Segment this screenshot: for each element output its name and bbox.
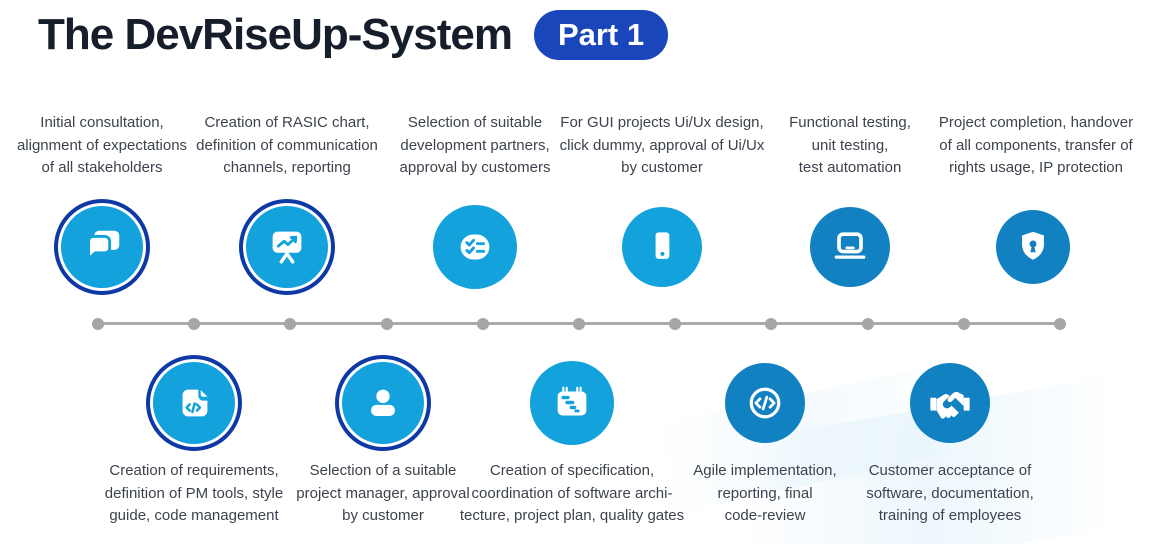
step-icon-circle [146,355,242,451]
timeline-dot [188,317,201,330]
chat-icon [61,206,143,288]
step-label: Agile implementation, reporting, final c… [693,462,837,524]
step-label: Creation of specification, coordination … [459,462,685,524]
step-icon-circle [239,199,335,295]
timeline-dot [861,317,874,330]
timeline-dot [669,317,682,330]
timeline-dot [92,317,104,330]
step-label: Initial consultation, alignment of expec… [16,114,188,176]
presentation-chart-icon [246,206,328,288]
timeline-dot [476,317,489,330]
page-title: The DevRiseUp-System [38,10,513,59]
user-icon [342,362,424,444]
step-label: Project completion, handover of all comp… [938,114,1134,176]
timeline-dot [765,317,778,330]
step-label: Selection of suitable development partne… [399,114,551,176]
step-label: Creation of RASIC chart, definition of c… [196,114,378,176]
file-code-icon [153,362,235,444]
step-label: Customer acceptance of software, documen… [866,462,1034,524]
shield-lock-icon [996,210,1070,284]
step-icon-circle [54,199,150,295]
code-circle-icon [725,363,805,443]
step-label: Creation of requirements, definition of … [104,462,284,524]
step-icon-circle [335,355,431,451]
timeline-dot [573,317,585,330]
timeline-dot [1054,317,1066,330]
timeline-dot [957,317,970,330]
laptop-icon [810,207,890,287]
phone-icon [622,207,702,287]
checklist-icon [433,205,517,289]
gantt-plan-icon [530,361,614,445]
part-badge: Part 1 [533,10,669,60]
header: The DevRiseUp-System Part 1 [38,6,669,64]
timeline-dot [380,317,393,330]
step-label: Functional testing, unit testing, test a… [789,114,911,176]
timeline-dot [284,317,297,330]
step-label: Selection of a suitable project manager,… [296,462,470,524]
handshake-icon [910,363,990,443]
step-label: For GUI projects Ui/Ux design, click dum… [559,114,765,176]
